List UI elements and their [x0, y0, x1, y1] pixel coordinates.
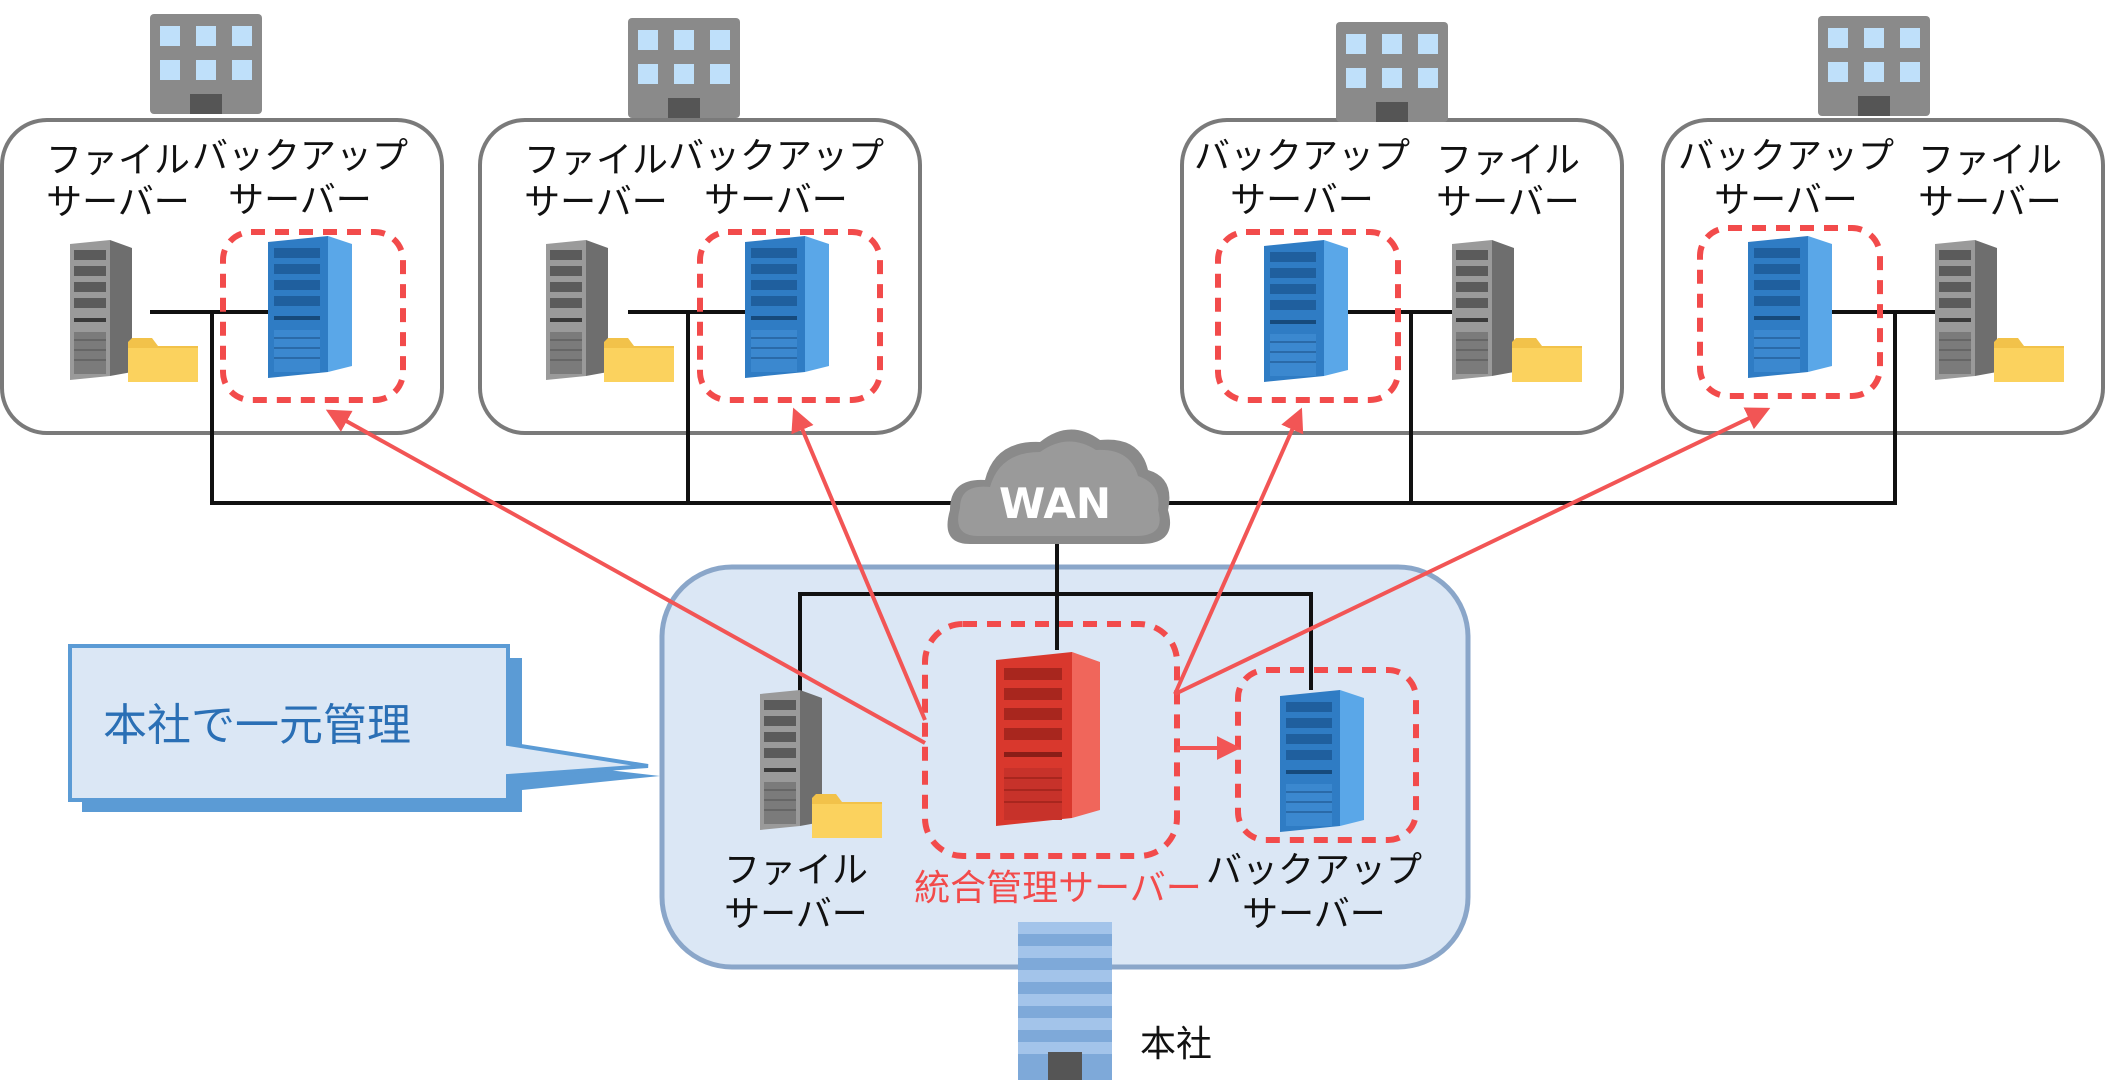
backup-server-icon [267, 235, 353, 379]
site4-backup-label-line2: サーバー [1714, 180, 1858, 221]
site1-backup-label-line2: サーバー [228, 180, 372, 221]
file-server-icon [545, 239, 609, 381]
site3-backup-label-line1: バックアップ [1194, 136, 1410, 177]
backup-highlight-box [220, 229, 406, 403]
backup-highlight-box [1235, 667, 1419, 843]
backup-highlight-box [1215, 229, 1401, 403]
hq-management-label: 統合管理サーバー [914, 868, 1202, 909]
wan-cloud-icon [947, 429, 1171, 544]
backup-server-icon [744, 235, 830, 379]
backup-server-icon [1263, 239, 1349, 383]
office-building-icon [1336, 22, 1448, 122]
office-building-icon [1818, 16, 1930, 116]
site4-file-label-line2: サーバー [1918, 182, 2062, 223]
site2-backup-label-line2: サーバー [704, 180, 848, 221]
backup-server-icon [1279, 689, 1365, 833]
site3-backup-label-line2: サーバー [1230, 180, 1374, 221]
file-server-icon [69, 239, 133, 381]
backup-server-icon [1747, 235, 1833, 379]
management-arrows [325, 407, 1771, 760]
callout-text: 本社で一元管理 [103, 700, 411, 751]
site4-file-label-line1: ファイル [1918, 140, 2062, 181]
office-building-icon [628, 18, 740, 118]
hq-building-label: 本社 [1140, 1024, 1212, 1065]
file-server-icon [1451, 239, 1515, 381]
site1-file-label-line2: サーバー [46, 182, 190, 223]
hq-backup-label-line1: バックアップ [1206, 850, 1422, 891]
site1-file-label-line1: ファイル [46, 140, 190, 181]
headquarters-building-icon [1018, 922, 1112, 1080]
site2-file-label-line1: ファイル [524, 140, 668, 181]
management-server-icon [995, 651, 1101, 827]
office-building-icon [150, 14, 262, 114]
file-server-icon [1934, 239, 1998, 381]
hq-backup-label-line2: サーバー [1242, 894, 1386, 935]
backup-highlight-box [697, 229, 883, 403]
management-highlight-box [922, 621, 1180, 859]
site2-file-label-line2: サーバー [524, 182, 668, 223]
site3-file-label-line1: ファイル [1436, 140, 1580, 181]
callout [68, 644, 660, 812]
backup-highlight-box [1697, 225, 1883, 399]
site3-file-label-line2: サーバー [1436, 182, 1580, 223]
hq-file-label-line1: ファイル [724, 850, 868, 891]
hq-file-label-line2: サーバー [724, 894, 868, 935]
site1-backup-label-line1: バックアップ [192, 136, 408, 177]
site4-backup-label-line1: バックアップ [1678, 136, 1894, 177]
site2-backup-label-line1: バックアップ [668, 136, 884, 177]
wan-label: WAN [999, 479, 1111, 528]
